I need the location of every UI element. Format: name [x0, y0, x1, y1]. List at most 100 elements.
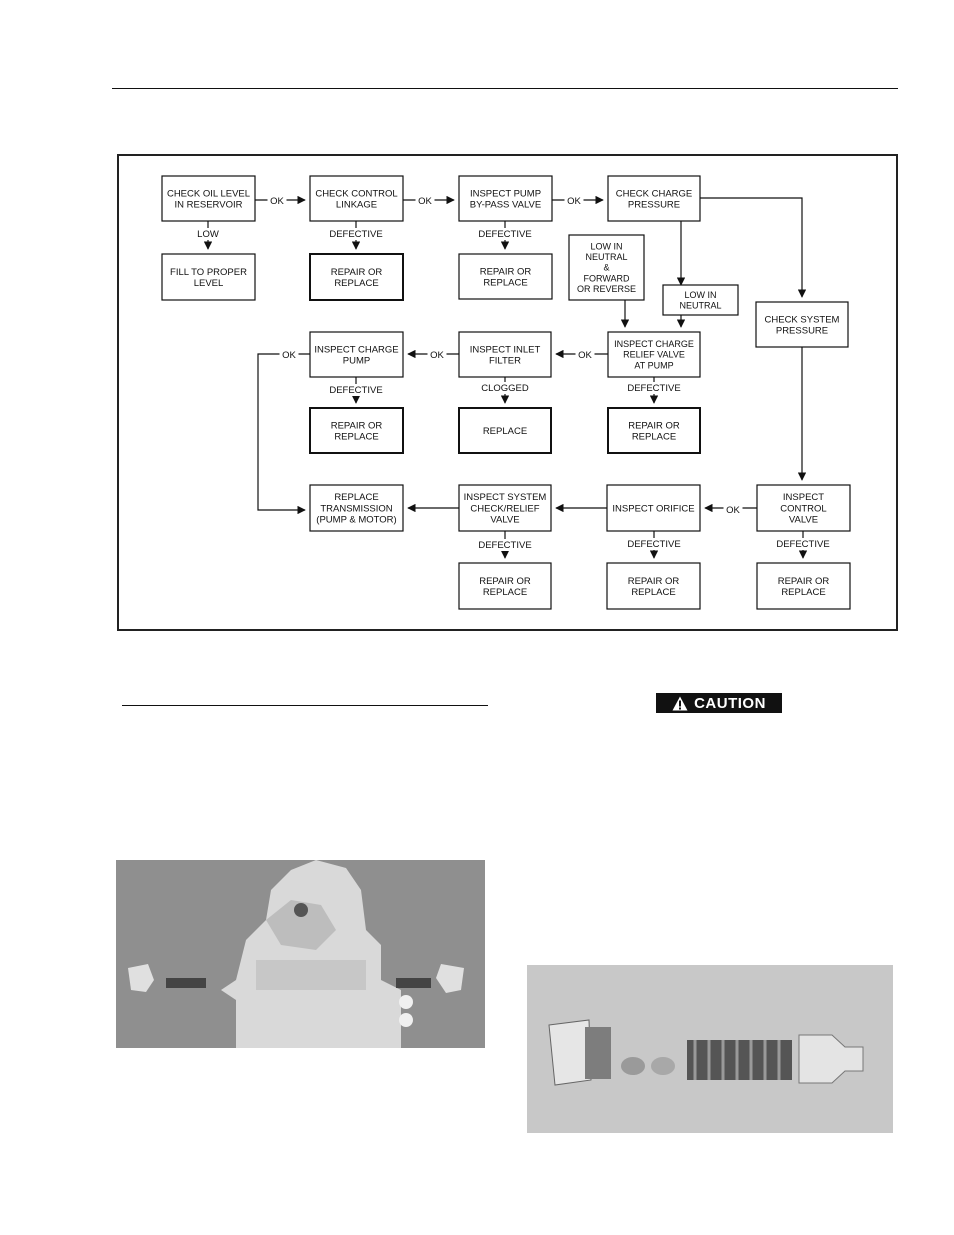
caution-label: CAUTION [694, 694, 766, 712]
node-text: INSPECT SYSTEM [464, 492, 547, 503]
edge-label-ok: OK [726, 505, 740, 516]
node-text: REPLACE [483, 587, 527, 598]
node-text: REPLACE [781, 587, 825, 598]
transmission-valve-photo [116, 860, 485, 1048]
node-text: CHECK/RELIEF [470, 503, 539, 514]
node-text: REPAIR OR [628, 420, 680, 431]
node-text: OR REVERSE [577, 284, 636, 294]
node-text: INSPECT [783, 492, 824, 503]
node-text: REPAIR OR [331, 267, 383, 278]
edge-label-defective: DEFECTIVE [478, 540, 531, 551]
edge-label-defective: DEFECTIVE [627, 383, 680, 394]
caution-badge: CAUTION [656, 693, 782, 713]
node-text: REPLACE [334, 278, 378, 289]
edge-label-ok: OK [430, 350, 444, 361]
node-text: INSPECT PUMP [470, 188, 541, 199]
edge-label-defective: DEFECTIVE [329, 385, 382, 396]
node-text: PUMP [343, 356, 370, 367]
node-text: REPAIR OR [778, 576, 830, 587]
edge-label-defective: DEFECTIVE [776, 539, 829, 550]
node-text: LOW IN [684, 290, 716, 300]
edge-label-bg [621, 538, 687, 550]
node-text: PRESSURE [628, 200, 680, 211]
node-text: INSPECT ORIFICE [612, 503, 694, 514]
header-rule [112, 88, 898, 89]
node-text: INSPECT INLET [470, 344, 541, 355]
node-text: REPLACE [334, 492, 378, 503]
node-text: CHECK SYSTEM [765, 314, 840, 325]
node-text: RELIEF VALVE [623, 350, 685, 360]
edge-label-bg [479, 382, 531, 394]
node-text: VALVE [490, 515, 519, 526]
edge-label-bg [267, 195, 287, 207]
node-text: REPLACE [631, 587, 675, 598]
relief-valve-parts-photo [527, 965, 893, 1133]
edge-label-bg [575, 349, 595, 361]
edge-label-bg [723, 504, 743, 516]
node-text: LINKAGE [336, 200, 377, 211]
node-text: FORWARD [584, 273, 630, 283]
edge-label-bg [323, 384, 389, 396]
node-text: TRANSMISSION [320, 503, 392, 514]
edge-label-bg [427, 349, 447, 361]
edge-label-ok: OK [567, 196, 581, 207]
node-text: CHECK CHARGE [616, 188, 693, 199]
edge-label-bg [415, 195, 435, 207]
edge-label-bg [770, 538, 836, 550]
node-text: FILL TO PROPER [170, 267, 247, 278]
node-text: LOW IN [590, 242, 622, 252]
node-text: CHECK OIL LEVEL [167, 188, 250, 199]
node-inspect-orifice: INSPECT ORIFICE [606, 484, 701, 532]
node-text: NEUTRAL [585, 252, 627, 262]
node-text: CHECK CONTROL [315, 188, 397, 199]
edge-label-bg [472, 228, 538, 240]
node-text: REPLACE [334, 432, 378, 443]
edge-label-bg [621, 382, 687, 394]
section-rule [122, 705, 488, 706]
edge-label-ok: OK [578, 350, 592, 361]
edge-label-bg [279, 349, 299, 361]
node-text: (PUMP & MOTOR) [316, 515, 396, 526]
edge-label-clogged: CLOGGED [481, 383, 529, 394]
node-text: INSPECT CHARGE [314, 344, 398, 355]
edge-label-bg [564, 195, 584, 207]
node-replace: REPLACE [458, 407, 552, 454]
node-text: PRESSURE [776, 326, 828, 337]
node-text: REPAIR OR [479, 576, 531, 587]
edge-label-ok: OK [418, 196, 432, 207]
edge-label-bg [472, 539, 538, 551]
node-text: IN RESERVOIR [175, 200, 243, 211]
edge-label-defective: DEFECTIVE [627, 539, 680, 550]
node-text: REPAIR OR [331, 420, 383, 431]
node-text: & [603, 263, 609, 273]
edge-label-bg [195, 228, 221, 240]
edge-label-ok: OK [270, 196, 284, 207]
node-text: VALVE [789, 515, 818, 526]
node-text: REPLACE [632, 432, 676, 443]
edge-label-defective: DEFECTIVE [329, 229, 382, 240]
node-text: REPLACE [483, 278, 527, 289]
node-text: REPLACE [483, 426, 527, 437]
node-text: REPAIR OR [480, 266, 532, 277]
